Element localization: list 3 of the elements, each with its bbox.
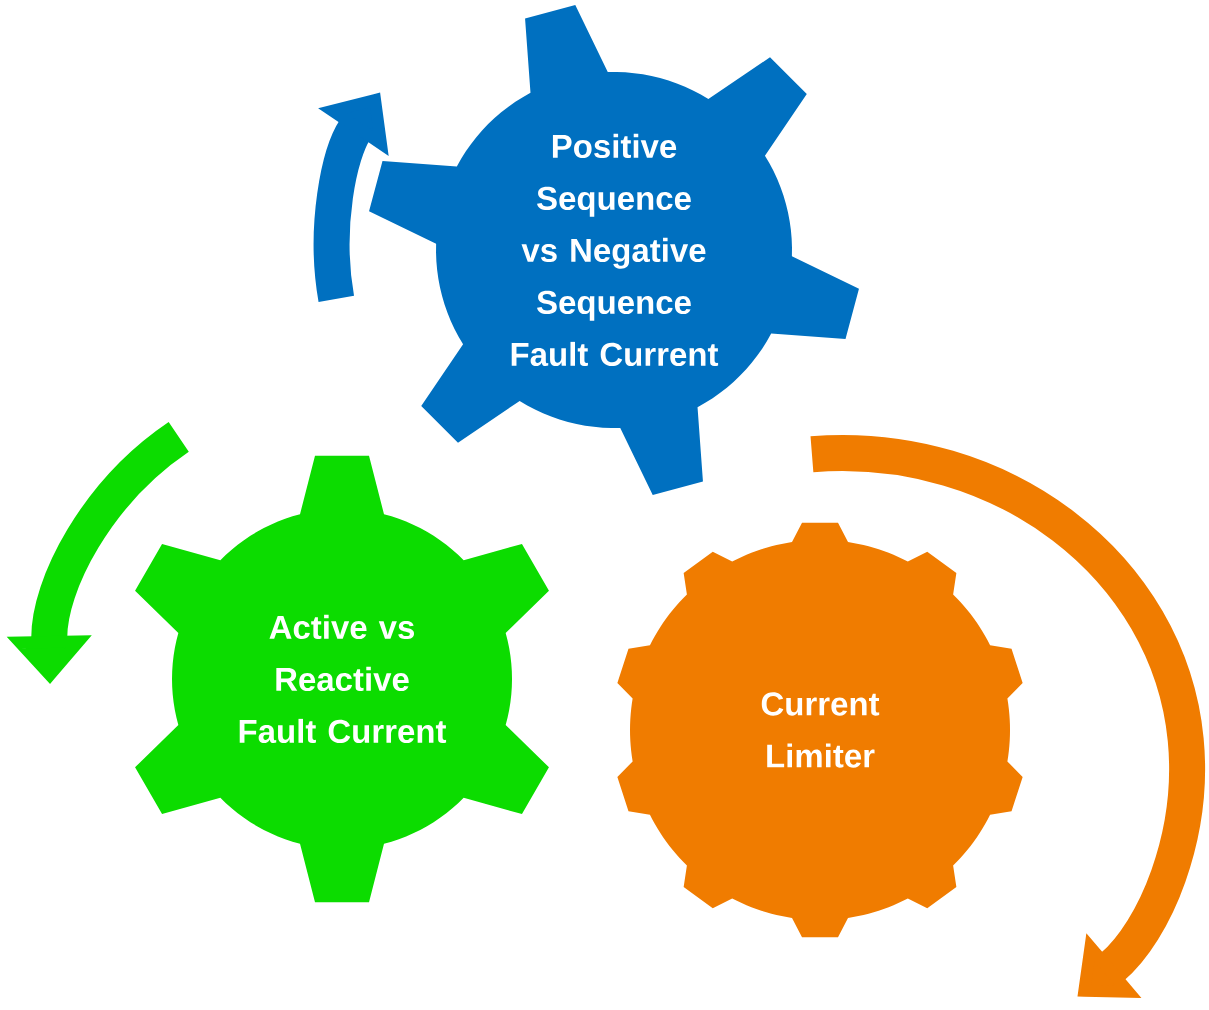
gear: Positive Sequence vs Negative Sequence Fault Current [369,5,859,495]
gear: Current Limiter [617,522,1023,938]
gear: Active vs Reactive Fault Current [135,455,549,903]
